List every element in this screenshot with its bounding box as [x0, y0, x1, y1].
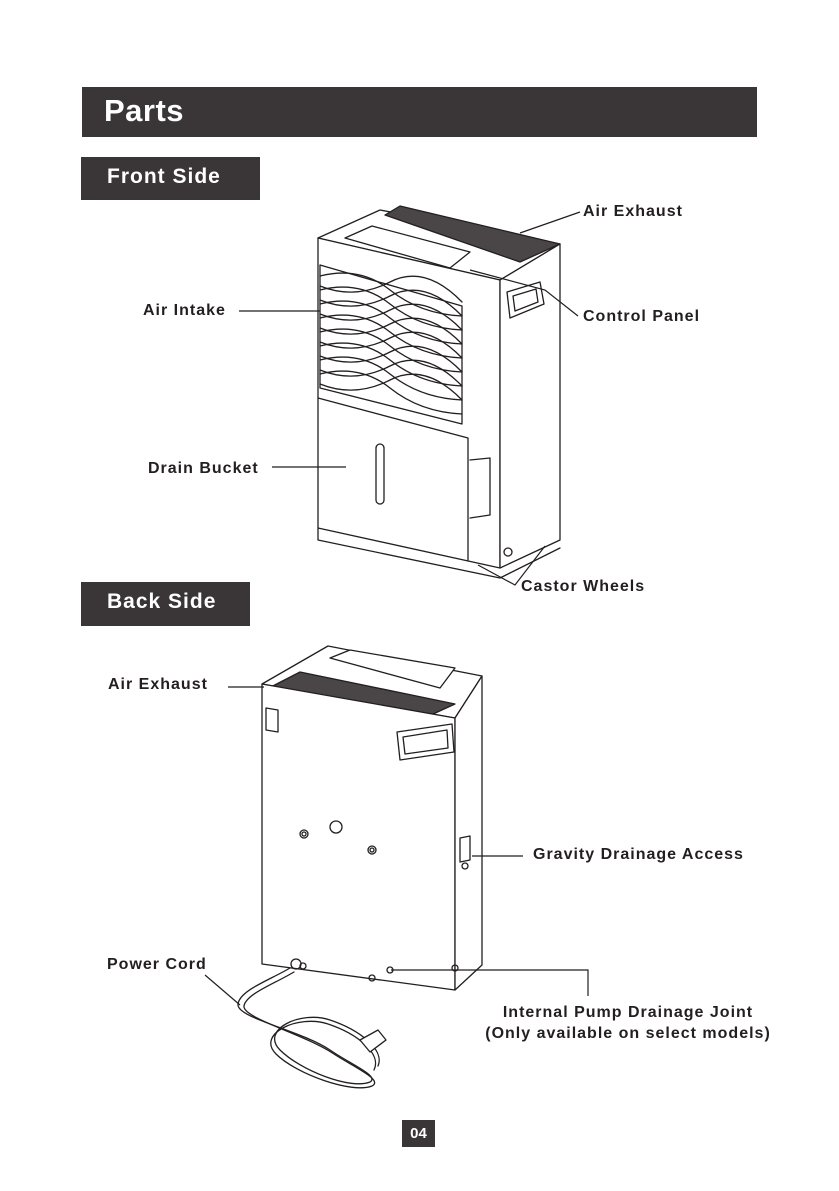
- label-front-drain-bucket: Drain Bucket: [148, 460, 259, 478]
- label-front-control-panel: Control Panel: [583, 308, 700, 326]
- label-front-castor-wheels: Castor Wheels: [521, 578, 645, 596]
- leader-front-air-exhaust: [520, 212, 580, 233]
- label-back-pump-joint-line1: Internal Pump Drainage Joint: [470, 1002, 786, 1023]
- label-back-pump-joint-line2: (Only available on select models): [470, 1023, 786, 1044]
- label-back-gravity-drainage-access: Gravity Drainage Access: [533, 846, 744, 864]
- back-unit-drawing: [238, 646, 482, 1088]
- label-front-air-intake: Air Intake: [143, 302, 226, 320]
- front-unit-drawing: [318, 206, 560, 578]
- label-front-air-exhaust: Air Exhaust: [583, 203, 683, 221]
- page-number: 04: [402, 1120, 435, 1147]
- leader-back-power-cord: [205, 975, 240, 1005]
- label-back-power-cord: Power Cord: [107, 956, 207, 974]
- label-back-pump-joint: Internal Pump Drainage Joint (Only avail…: [470, 1002, 786, 1044]
- label-back-air-exhaust: Air Exhaust: [108, 676, 208, 694]
